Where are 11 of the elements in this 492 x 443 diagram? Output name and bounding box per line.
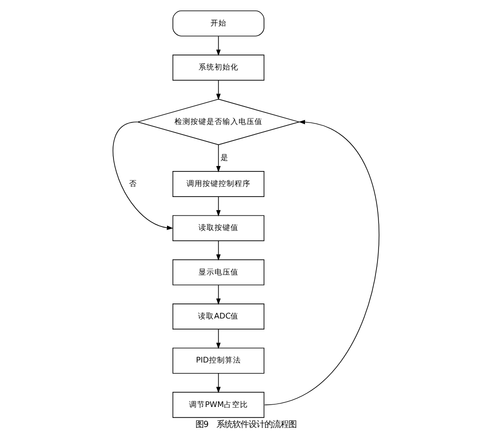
arrow — [216, 373, 221, 394]
arrow — [264, 120, 380, 406]
arrow — [216, 196, 221, 216]
arrow — [216, 284, 221, 305]
arrow — [216, 240, 221, 261]
arrow — [216, 329, 221, 349]
arrow — [112, 122, 174, 230]
caption: 图9 系统软件设计的流程图 — [195, 419, 297, 430]
arrow — [216, 36, 221, 56]
arrow — [216, 144, 221, 172]
arrow — [216, 80, 221, 100]
